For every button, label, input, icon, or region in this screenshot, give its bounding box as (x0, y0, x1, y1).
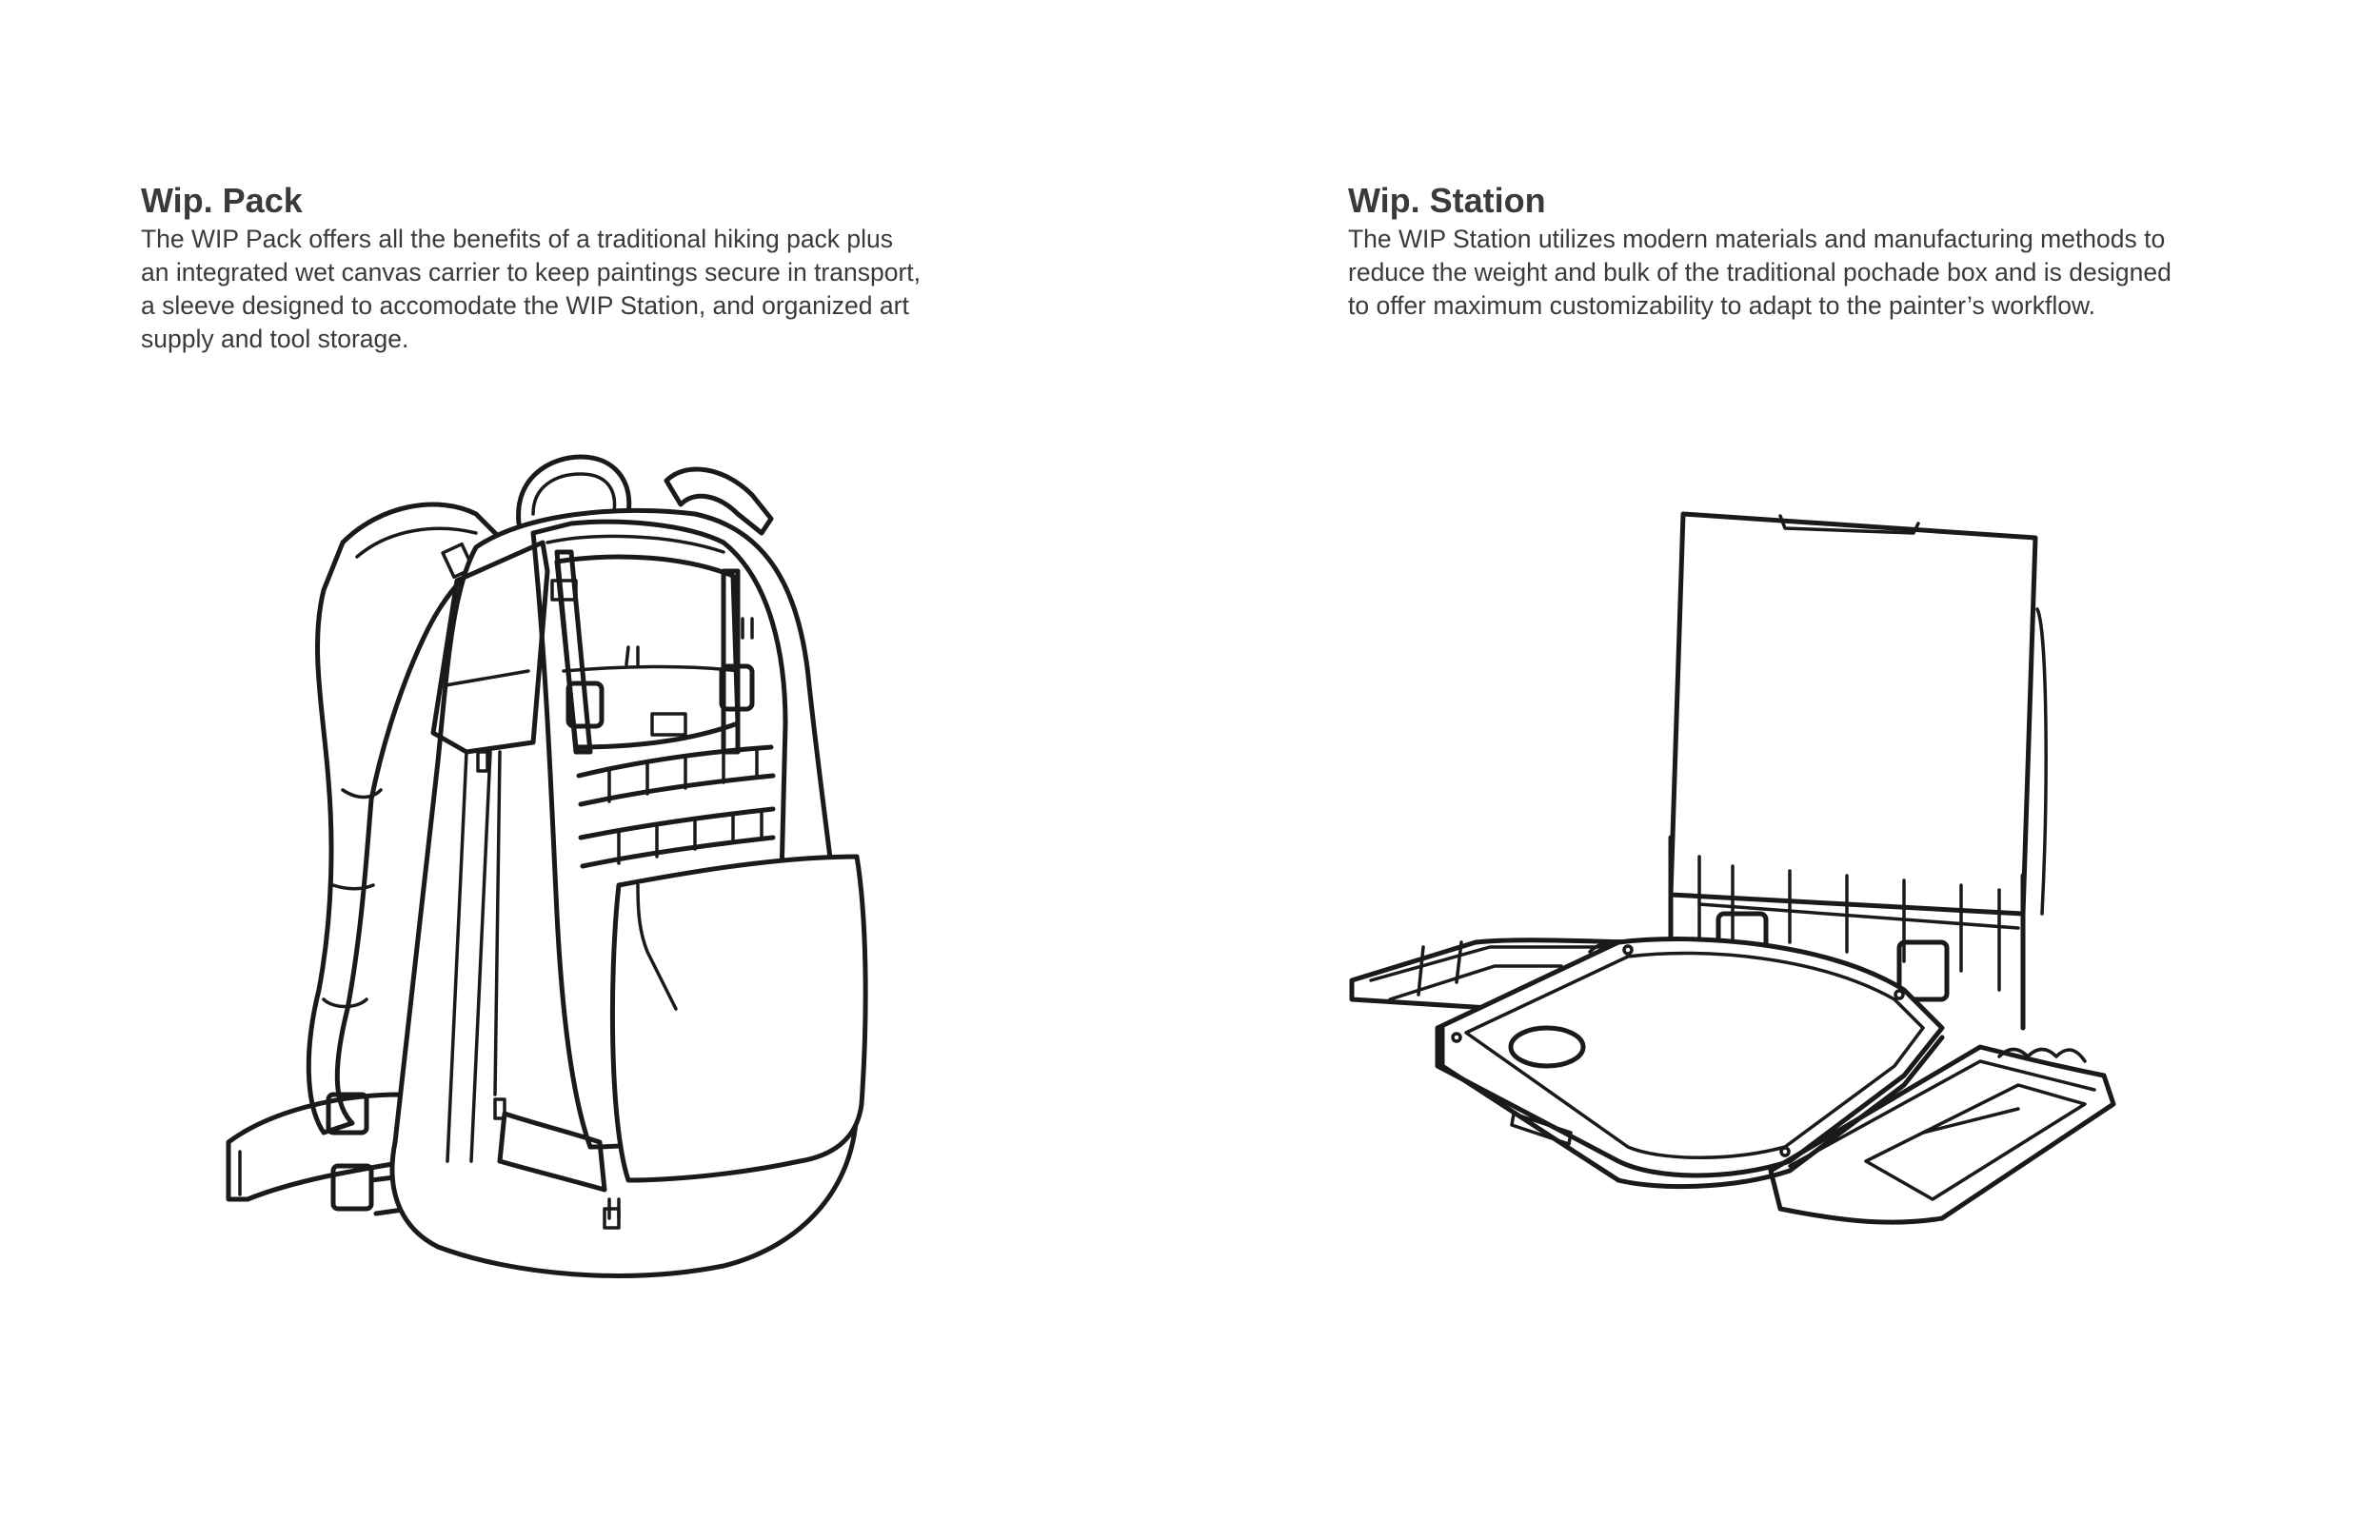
backpack-svg (226, 454, 868, 1278)
pack-description-line: supply and tool storage. (141, 325, 409, 353)
backpack-illustration-icon (190, 438, 952, 1294)
pack-description-line: a sleeve designed to accomodate the WIP … (141, 291, 909, 320)
pack-description-line: an integrated wet canvas carrier to keep… (141, 258, 922, 286)
pochade-box-svg (1349, 511, 2116, 1225)
pochade-box-illustration-icon (1333, 495, 2142, 1256)
station-title: Wip. Station (1348, 181, 1546, 220)
station-description-line: to offer maximum customizability to adap… (1348, 291, 2096, 320)
station-section: Wip. Station The WIP Station utilizes mo… (1348, 181, 2300, 323)
pack-description-line: The WIP Pack offers all the benefits of … (141, 225, 894, 253)
pack-description: The WIP Pack offers all the benefits of … (141, 223, 1093, 356)
pack-title: Wip. Pack (141, 181, 303, 220)
pack-section: Wip. Pack The WIP Pack offers all the be… (141, 181, 1093, 356)
station-description-line: The WIP Station utilizes modern material… (1348, 225, 2166, 253)
station-description-line: reduce the weight and bulk of the tradit… (1348, 258, 2172, 286)
station-description: The WIP Station utilizes modern material… (1348, 223, 2300, 323)
